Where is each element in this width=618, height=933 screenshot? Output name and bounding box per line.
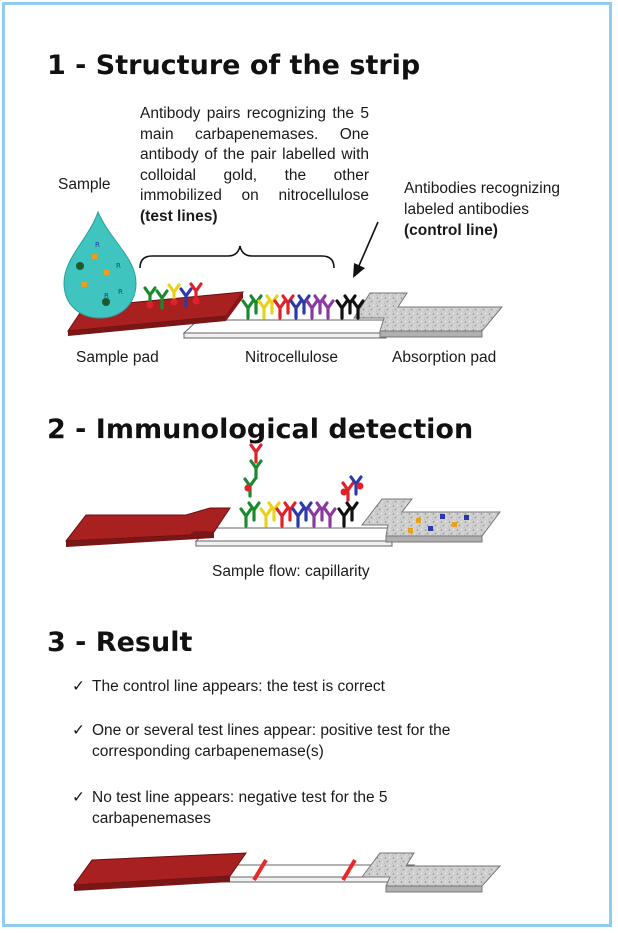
result-item-2: ✓ One or several test lines appear: posit… [72,720,542,762]
antibody-pairs-text: Antibody pairs recognizing the 5 main ca… [140,105,369,204]
nitrocellulose-label: Nitrocellulose [245,349,339,366]
control-line-complexes [337,475,364,528]
control-line-label: (control line) [404,222,498,239]
test-line [252,858,268,882]
section-2-title: 2 - Immunological detection [47,414,474,445]
sample-flow-label: Sample flow: capillarity [212,563,370,580]
absorption-pad [361,852,502,893]
result-item-text: The control line appears: the test is co… [92,678,385,695]
antibody-pairs-description: Antibody pairs recognizing the 5 main ca… [140,104,369,227]
svg-text:R: R [118,288,123,296]
svg-text:R: R [104,292,109,300]
strip-detection [64,443,501,547]
control-line-antibodies [335,294,365,320]
strip-result [72,852,502,893]
result-item-text: No test line appears: negative test for … [92,789,388,827]
result-item-1: ✓ The control line appears: the test is c… [72,676,542,697]
absorption-pad [360,498,501,543]
section-1-title: 1 - Structure of the strip [47,50,421,81]
svg-text:R: R [95,241,100,249]
result-item-3: ✓ No test line appears: negative test for… [72,787,542,829]
control-line-arrow [353,221,379,278]
strip-structure: R R R R [63,210,504,339]
test-lines-brace [139,245,335,269]
control-line [341,858,357,882]
nitrocellulose-membrane [194,527,408,547]
sample-drop: R R R R [63,210,137,319]
drop-analytes: R R R R [76,241,123,306]
nitrocellulose-membrane [182,319,402,339]
gold-labelled-antibodies [143,282,203,310]
absorption-pad-label: Absorption pad [392,349,497,366]
control-antibodies-description: Antibodies recognizing labeled antibodie… [404,178,604,241]
test-lines-label: (test lines) [140,207,218,225]
captured-antibody-complexes [239,443,337,528]
absorbed-analytes [408,514,469,533]
check-icon: ✓ [72,678,85,695]
absorption-pad [353,292,504,338]
check-icon: ✓ [72,789,85,806]
sample-pad [64,507,231,547]
svg-text:R: R [116,262,121,270]
sample-pad [72,852,247,891]
test-line-antibodies [241,294,335,320]
check-icon: ✓ [72,722,85,739]
control-antibodies-text: Antibodies recognizing labeled antibodie… [404,180,560,218]
result-item-text: One or several test lines appear: positi… [92,722,451,760]
sample-pad-label: Sample pad [76,349,159,366]
figure-frame [2,2,612,927]
sample-label: Sample [58,176,111,193]
section-3-title: 3 - Result [47,627,193,658]
